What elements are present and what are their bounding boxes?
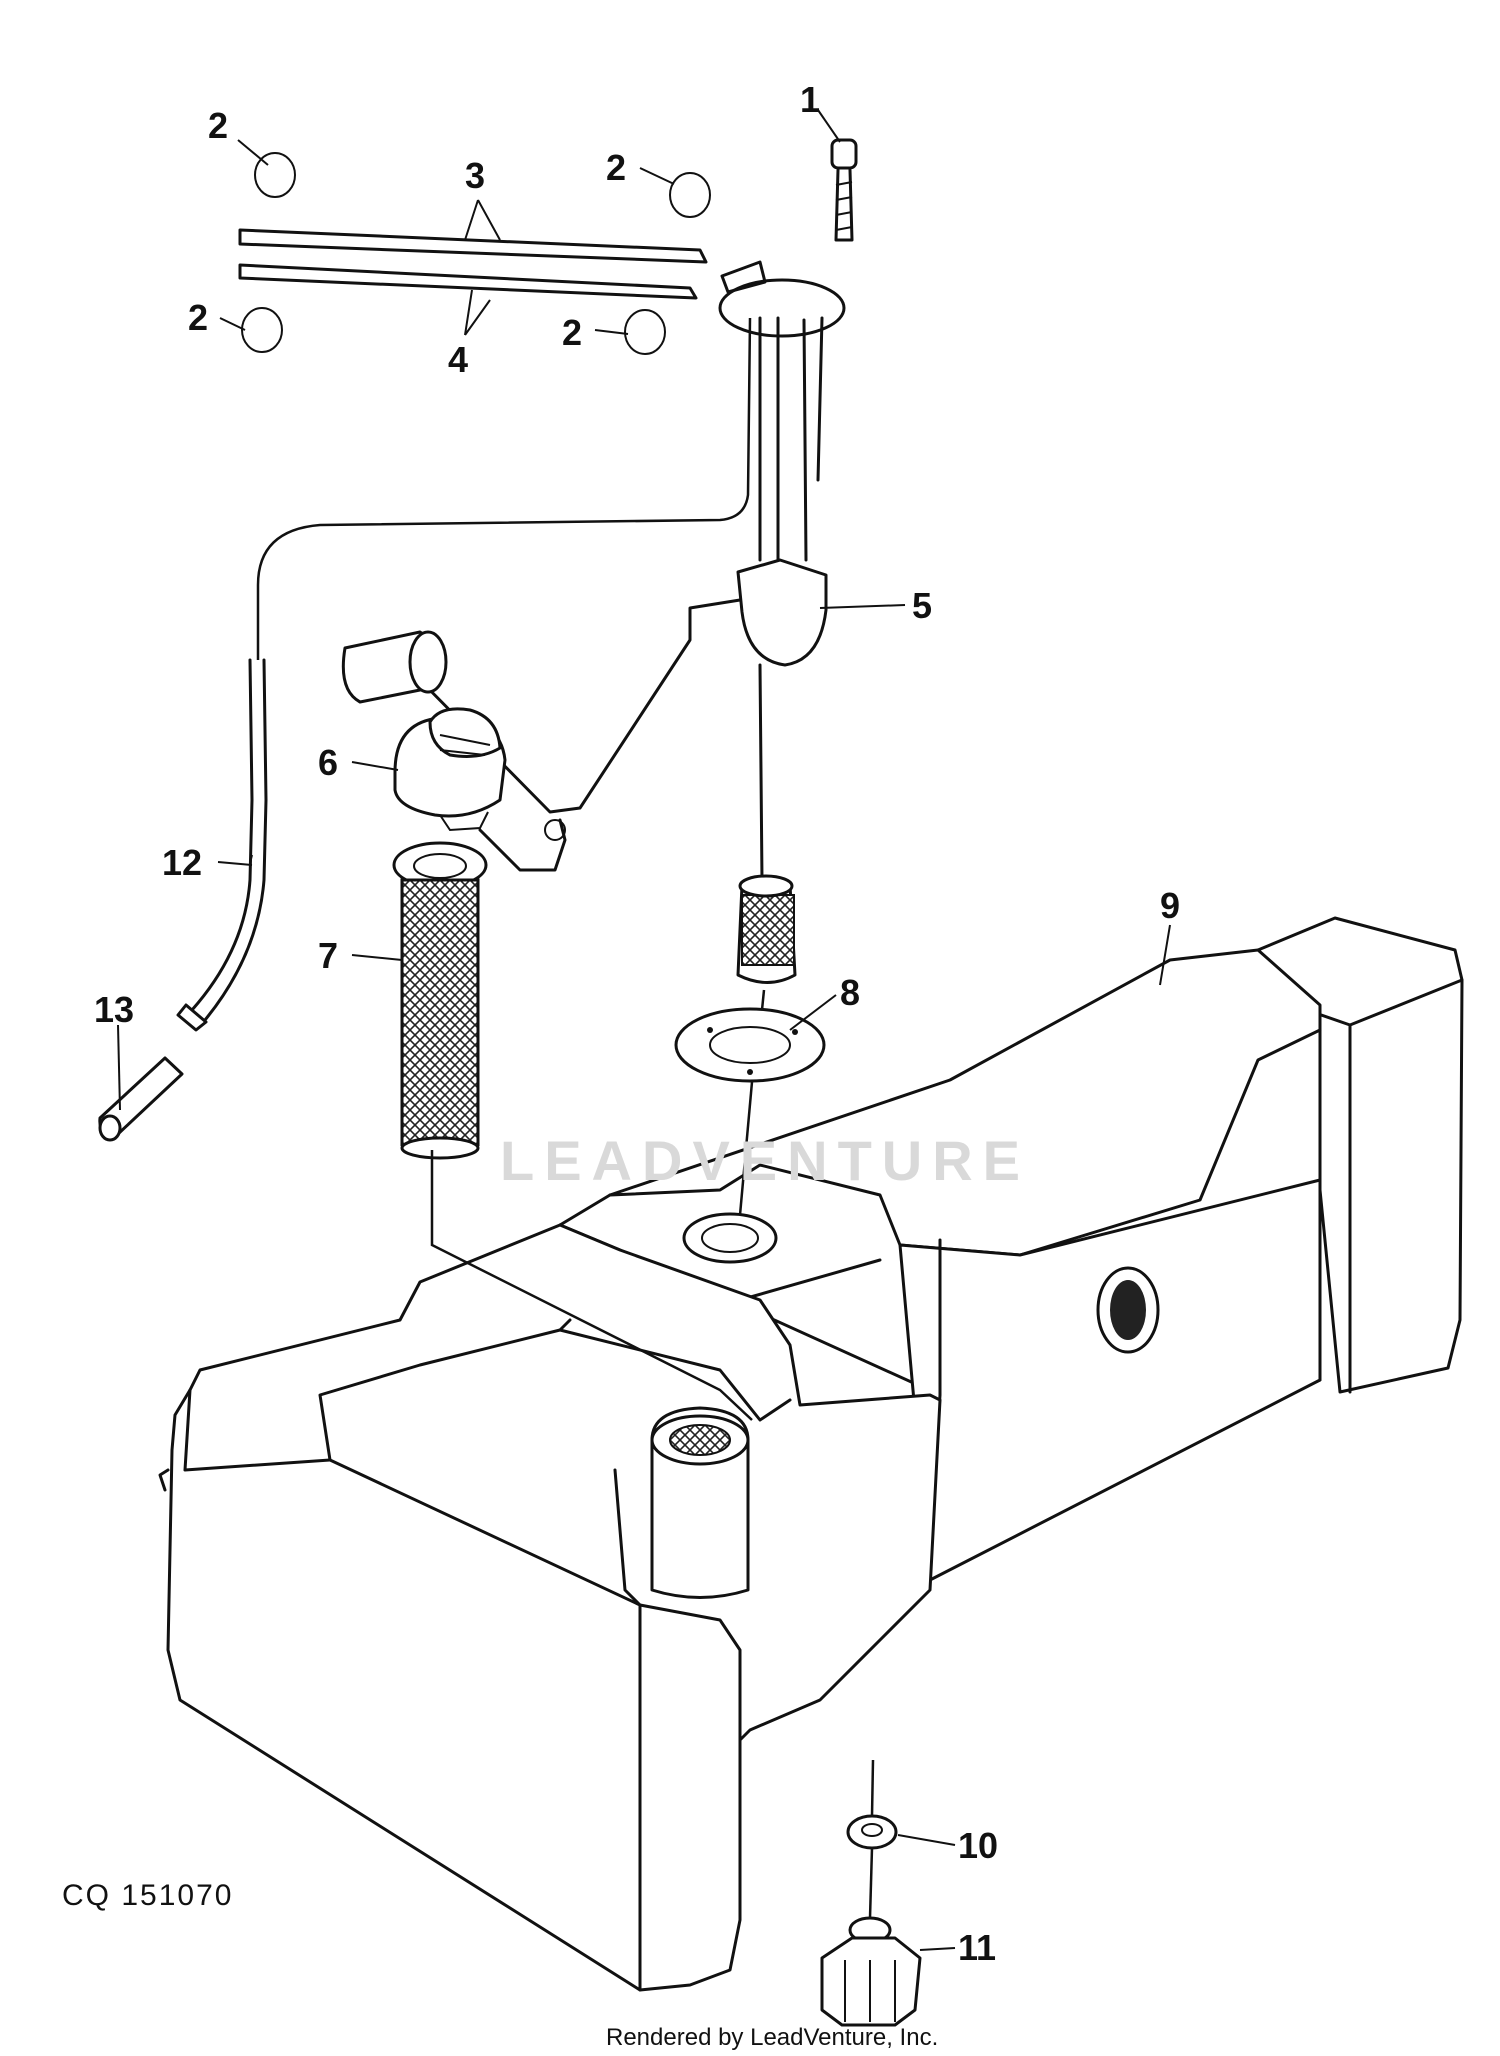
watermark: LEADVENTURE: [500, 1129, 1030, 1192]
callout-4: 4: [448, 339, 468, 380]
callout-10: 10: [958, 1825, 998, 1866]
callout-1: 1: [800, 79, 820, 120]
fuel-cap: [393, 707, 567, 872]
gasket: [674, 1007, 826, 1083]
figure-code: CQ 151070: [62, 1879, 233, 1912]
hose-fitting: [98, 1056, 184, 1142]
callout-2-top-left: 2: [208, 105, 228, 146]
washer: [846, 1814, 898, 1850]
screw: [830, 138, 858, 242]
callout-2-bottom-right: 2: [562, 312, 582, 353]
float: [341, 598, 742, 814]
callout-2-top-right: 2: [606, 147, 626, 188]
filler-strainer: [392, 841, 488, 1160]
callout-9: 9: [1160, 885, 1180, 926]
hose-clamps: [241, 152, 711, 355]
vent-hose: [176, 658, 268, 1032]
fuel-gauge-sender: [718, 260, 846, 984]
callout-6: 6: [318, 742, 338, 783]
callout-13: 13: [94, 989, 134, 1030]
callout-5: 5: [912, 585, 932, 626]
callout-8: 8: [840, 972, 860, 1013]
callout-12: 12: [162, 842, 202, 883]
callout-11: 11: [958, 1927, 996, 1968]
callout-7: 7: [318, 935, 338, 976]
fuel-hoses: [238, 228, 708, 300]
fuel-tank: [158, 916, 1464, 1992]
callout-2-bottom-left: 2: [188, 297, 208, 338]
assembly-lines: [117, 109, 1171, 1951]
drain-plug: [820, 1916, 922, 2027]
footer-credit: Rendered by LeadVenture, Inc.: [606, 2024, 938, 2051]
callout-3: 3: [465, 155, 485, 196]
